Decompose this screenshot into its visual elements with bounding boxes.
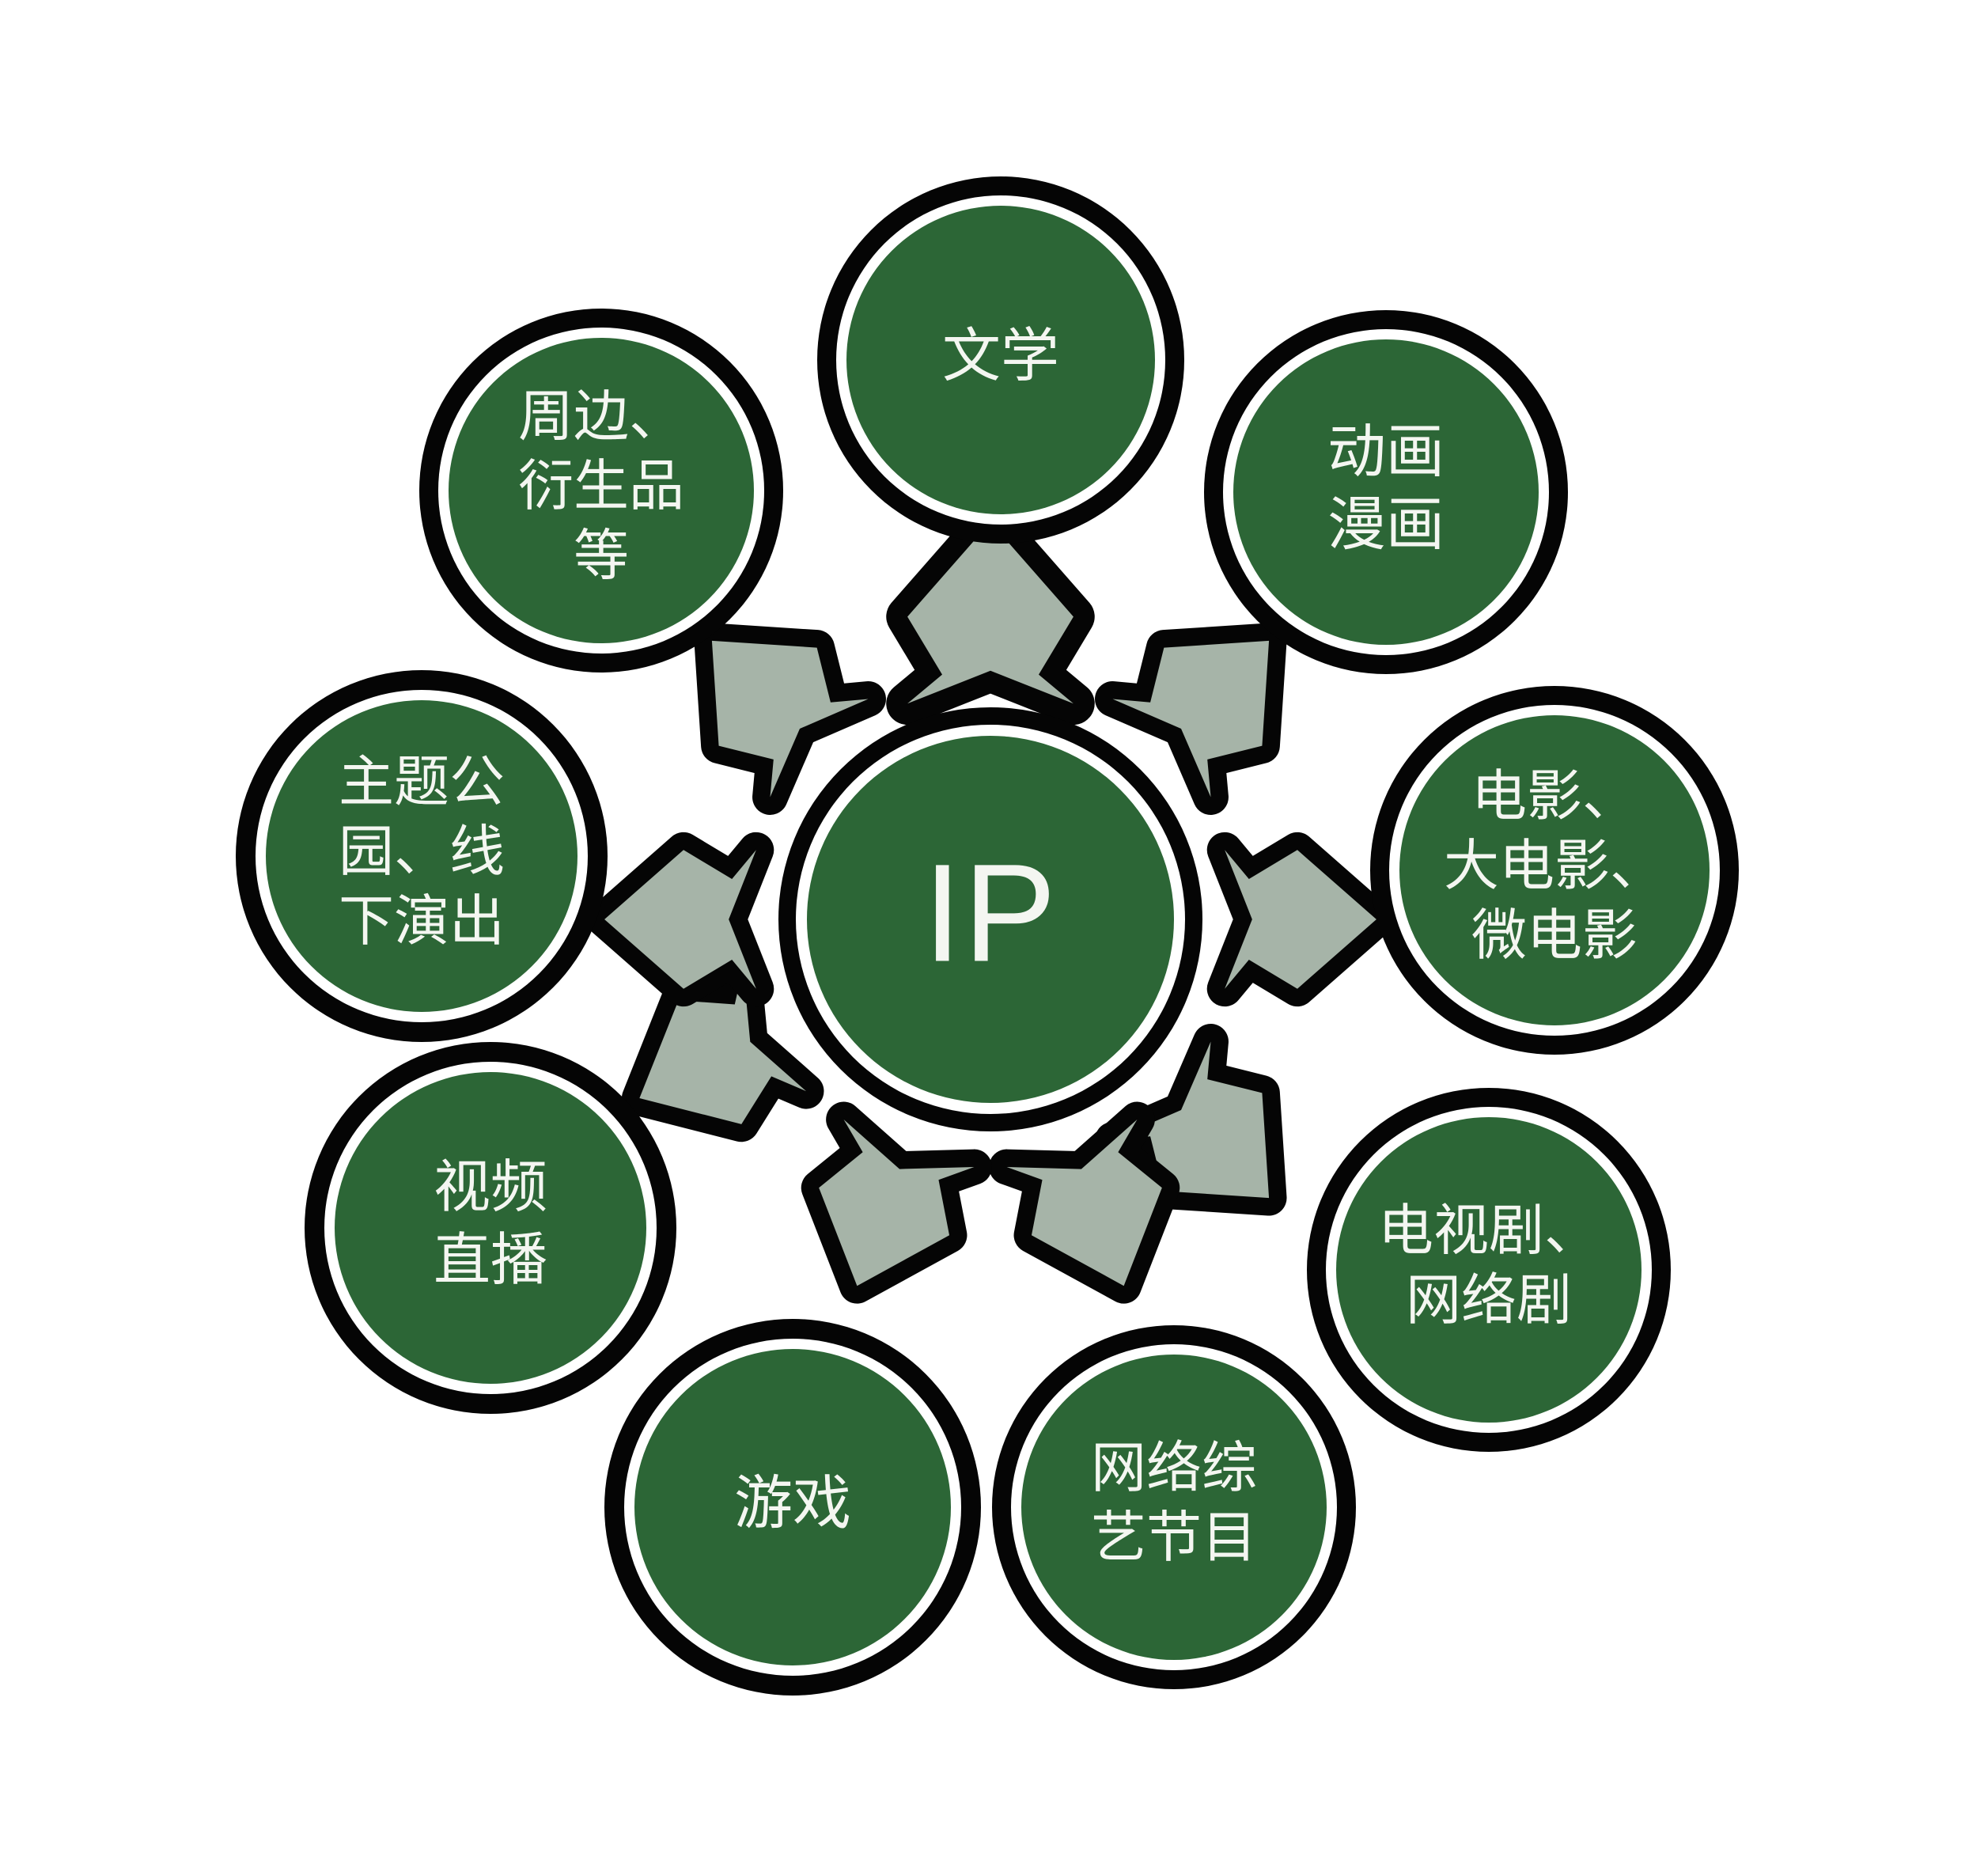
- node-literature[interactable]: 文学: [817, 176, 1184, 544]
- arrow-to-literature-icon: [886, 501, 1095, 726]
- node-label-line: 主题公: [339, 751, 505, 813]
- node-label-line: 周边、: [518, 385, 684, 447]
- node-label-games: 游戏: [734, 1470, 851, 1536]
- arrow-to-web-variety-icon: [989, 1101, 1180, 1304]
- node-label-video-live: 视频直播: [434, 1156, 547, 1292]
- node-fill: [634, 1349, 951, 1665]
- node-label-line: 艺节目: [1091, 1506, 1257, 1568]
- node-label-line: 文学: [942, 323, 1059, 388]
- node-web-variety[interactable]: 网络综艺节目: [992, 1325, 1356, 1689]
- arrow-body: [1006, 1119, 1162, 1286]
- center-fill: [807, 736, 1174, 1103]
- arrow-to-film-icon: [1206, 832, 1395, 1007]
- node-fill: [1021, 1355, 1327, 1660]
- node-label-line: 视频: [434, 1156, 547, 1219]
- node-theme-park[interactable]: 主题公园、线下演出: [236, 670, 608, 1042]
- arrow-to-video-live-icon: [621, 949, 824, 1142]
- node-label-merchandise: 周边、衍生品等: [518, 385, 684, 586]
- arrow-body: [819, 1119, 975, 1286]
- node-label-literature: 文学: [942, 323, 1059, 388]
- arrow-body: [604, 850, 756, 989]
- node-label-line: 网络剧: [1406, 1269, 1572, 1331]
- arrow-body: [711, 640, 869, 798]
- node-label-line: 微电影: [1471, 904, 1638, 966]
- center-node-ip[interactable]: IP: [778, 707, 1202, 1131]
- arrow-to-animation-icon: [1095, 623, 1287, 815]
- arrow-to-merchandise-icon: [694, 623, 886, 815]
- node-label-line: 网络综: [1091, 1437, 1257, 1499]
- node-label-line: 漫画: [1327, 491, 1445, 557]
- node-games[interactable]: 游戏: [604, 1319, 981, 1696]
- node-label-line: 直播: [434, 1229, 547, 1292]
- node-label-film: 电影、大电影、微电影: [1444, 765, 1665, 966]
- center-label: IP: [923, 835, 1058, 991]
- arrow-body: [1112, 1041, 1270, 1199]
- node-fill: [846, 206, 1155, 514]
- node-fill: [1336, 1117, 1642, 1423]
- node-fill: [1233, 339, 1539, 645]
- node-fill: [449, 338, 754, 643]
- node-label-tv-web-drama: 电视剧、网络剧: [1378, 1199, 1600, 1331]
- arrow-to-games-icon: [801, 1101, 992, 1304]
- node-animation-comics[interactable]: 动画漫画: [1204, 310, 1568, 674]
- arrow-body: [1112, 640, 1270, 798]
- node-merchandise[interactable]: 周边、衍生品等: [419, 309, 783, 673]
- node-label-line: 大电影、: [1444, 835, 1665, 896]
- center-node-layer: IP: [778, 707, 1202, 1131]
- node-label-line: 电视剧、: [1378, 1199, 1600, 1261]
- node-label-animation-comics: 动画漫画: [1327, 419, 1445, 557]
- node-label-line: 电影、: [1471, 765, 1638, 827]
- node-fill: [1399, 715, 1710, 1025]
- arrows-layer: [586, 501, 1395, 1304]
- node-label-line: 游戏: [734, 1470, 851, 1536]
- node-label-line: 衍生品: [518, 455, 684, 517]
- node-label-theme-park: 主题公园、线下演出: [339, 751, 505, 952]
- node-label-line: 下演出: [339, 890, 505, 952]
- node-label-web-variety: 网络综艺节目: [1091, 1437, 1257, 1568]
- arrow-body: [1225, 850, 1376, 989]
- node-fill: [266, 700, 577, 1012]
- node-label-line: 动画: [1327, 419, 1445, 484]
- node-label-line: 等: [574, 525, 629, 586]
- node-video-live[interactable]: 视频直播: [305, 1042, 676, 1414]
- node-fill: [335, 1072, 646, 1384]
- arrow-body: [639, 967, 807, 1124]
- node-tv-web-drama[interactable]: 电视剧、网络剧: [1307, 1088, 1671, 1452]
- node-film[interactable]: 电影、大电影、微电影: [1370, 686, 1739, 1055]
- node-label-line: 园、线: [339, 820, 505, 882]
- arrow-to-theme-park-icon: [586, 832, 774, 1007]
- arrow-body: [907, 521, 1074, 704]
